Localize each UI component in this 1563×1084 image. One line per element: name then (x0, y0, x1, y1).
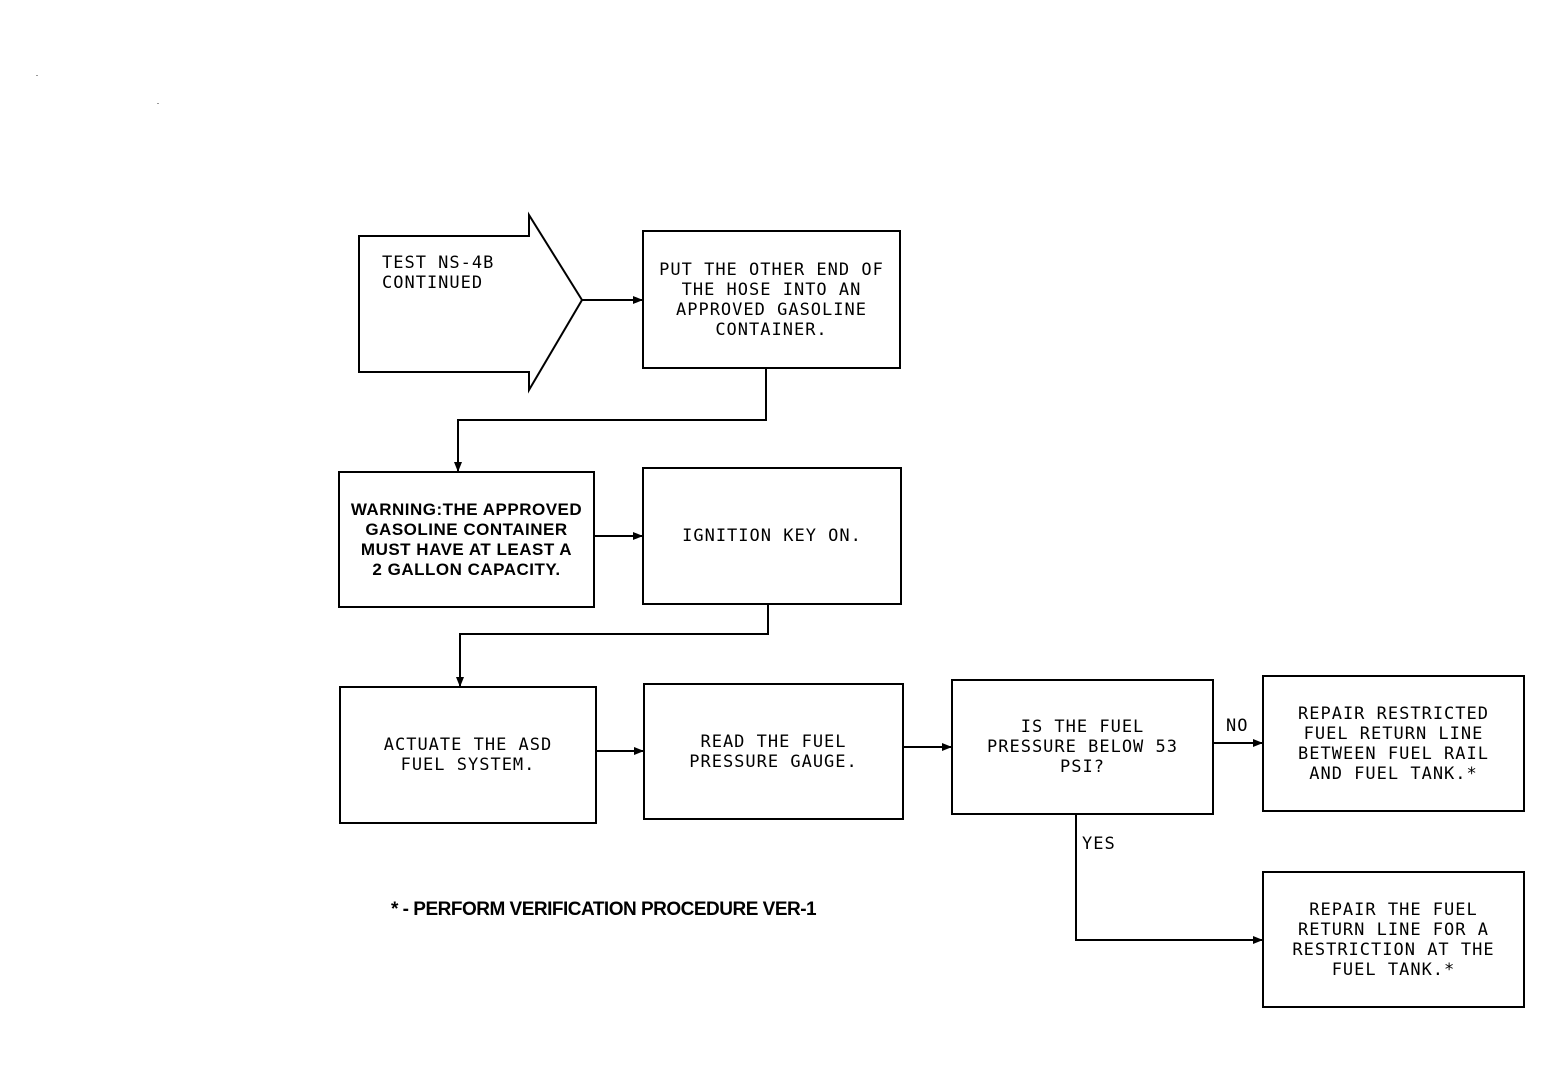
result-repair-restricted: REPAIR RESTRICTED FUEL RETURN LINE BETWE… (1262, 675, 1525, 812)
footnote: * - PERFORM VERIFICATION PROCEDURE VER-1 (391, 899, 817, 920)
step-put-hose: PUT THE OTHER END OF THE HOSE INTO AN AP… (642, 230, 901, 369)
result-repair-restricted-text: REPAIR RESTRICTED FUEL RETURN LINE BETWE… (1298, 703, 1489, 784)
step-ignition-text: IGNITION KEY ON. (682, 526, 862, 546)
step-warning: WARNING:THE APPROVED GASOLINE CONTAINER … (338, 471, 595, 608)
edge-put-hose-to-warning (454, 368, 767, 472)
edge-decision-yes (1075, 815, 1263, 944)
decision-fuel-pressure-text: IS THE FUEL PRESSURE BELOW 53 PSI? (987, 717, 1178, 777)
decision-fuel-pressure: IS THE FUEL PRESSURE BELOW 53 PSI? (951, 679, 1214, 815)
edge-ignition-to-actuate (456, 604, 769, 687)
result-repair-tank-text: REPAIR THE FUEL RETURN LINE FOR A RESTRI… (1292, 899, 1495, 980)
step-put-hose-text: PUT THE OTHER END OF THE HOSE INTO AN AP… (659, 259, 884, 340)
result-repair-tank: REPAIR THE FUEL RETURN LINE FOR A RESTRI… (1262, 871, 1525, 1008)
start-arrow-label: TEST NS-4B CONTINUED (382, 253, 495, 293)
step-read-gauge: READ THE FUEL PRESSURE GAUGE. (643, 683, 904, 820)
step-warning-text: WARNING:THE APPROVED GASOLINE CONTAINER … (350, 499, 583, 579)
step-actuate-text: ACTUATE THE ASD FUEL SYSTEM. (383, 735, 553, 775)
start-arrow-shape (358, 211, 584, 394)
step-actuate: ACTUATE THE ASD FUEL SYSTEM. (339, 686, 597, 824)
step-read-gauge-text: READ THE FUEL PRESSURE GAUGE. (689, 731, 858, 772)
step-ignition: IGNITION KEY ON. (642, 467, 902, 605)
scan-speck (36, 75, 38, 76)
scan-speck (157, 103, 159, 104)
edge-label-yes: YES (1082, 834, 1116, 854)
edge-label-no: NO (1226, 716, 1249, 736)
